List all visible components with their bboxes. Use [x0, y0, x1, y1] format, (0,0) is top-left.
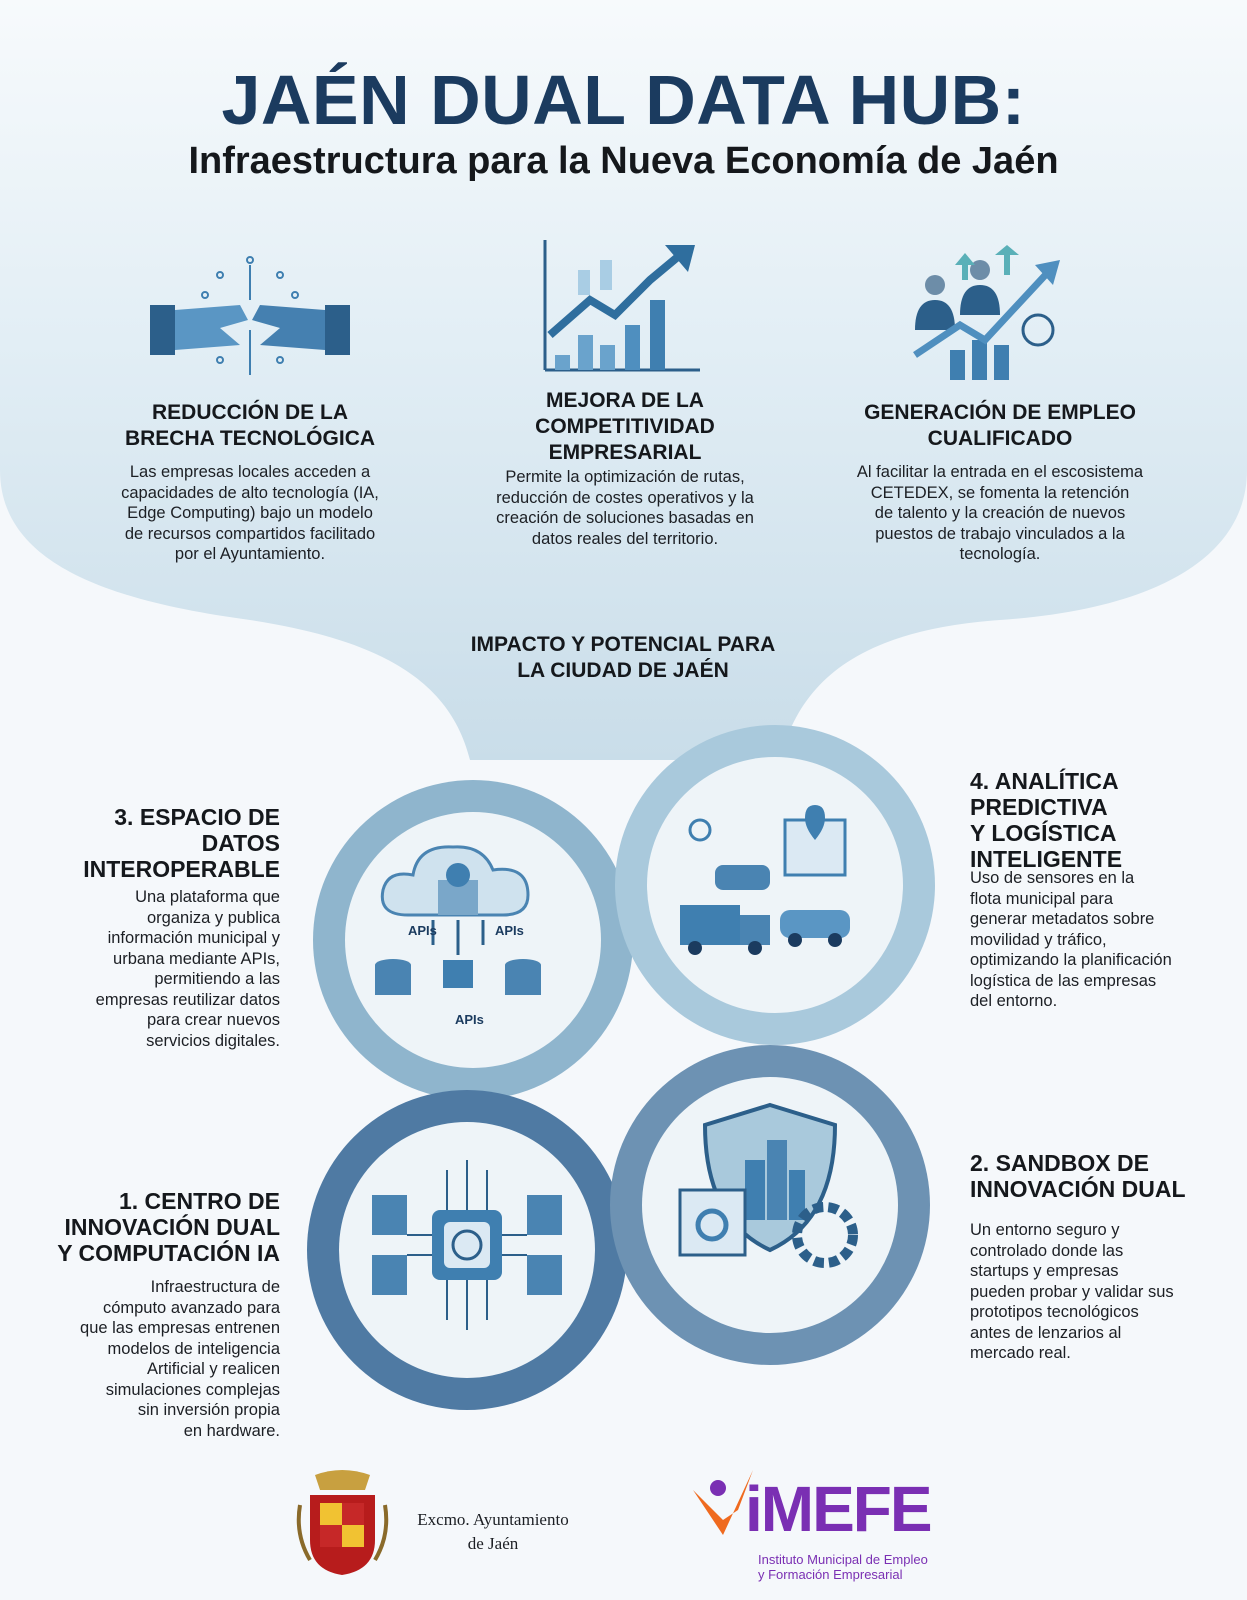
ring-data-space — [313, 780, 633, 1100]
api-label-left: APIs — [408, 923, 437, 938]
growth-chart-icon — [543, 240, 700, 372]
employment-growth-icon — [913, 245, 1060, 380]
ring-logistics — [615, 725, 935, 1045]
ring-sandbox — [610, 1045, 930, 1365]
benefit-body-empleo: Al facilitar la entrada en el escosistem… — [856, 463, 1144, 563]
page-subtitle: Infraestructura para la Nueva Economía d… — [188, 140, 1059, 182]
page-title: JAÉN DUAL DATA HUB: — [221, 61, 1026, 139]
benefit-body-competitividad: Permite la optimización de rutas,reducci… — [496, 468, 754, 548]
handshake-icon — [150, 256, 350, 375]
api-label-right: APIs — [495, 923, 524, 938]
coat-of-arms-icon — [296, 1470, 389, 1575]
ring-ai-center — [307, 1090, 627, 1410]
imefe-logo-word: iMEFE — [745, 1473, 933, 1545]
api-label-bottom: APIs — [455, 1012, 484, 1027]
imefe-figure-icon — [693, 1470, 753, 1535]
